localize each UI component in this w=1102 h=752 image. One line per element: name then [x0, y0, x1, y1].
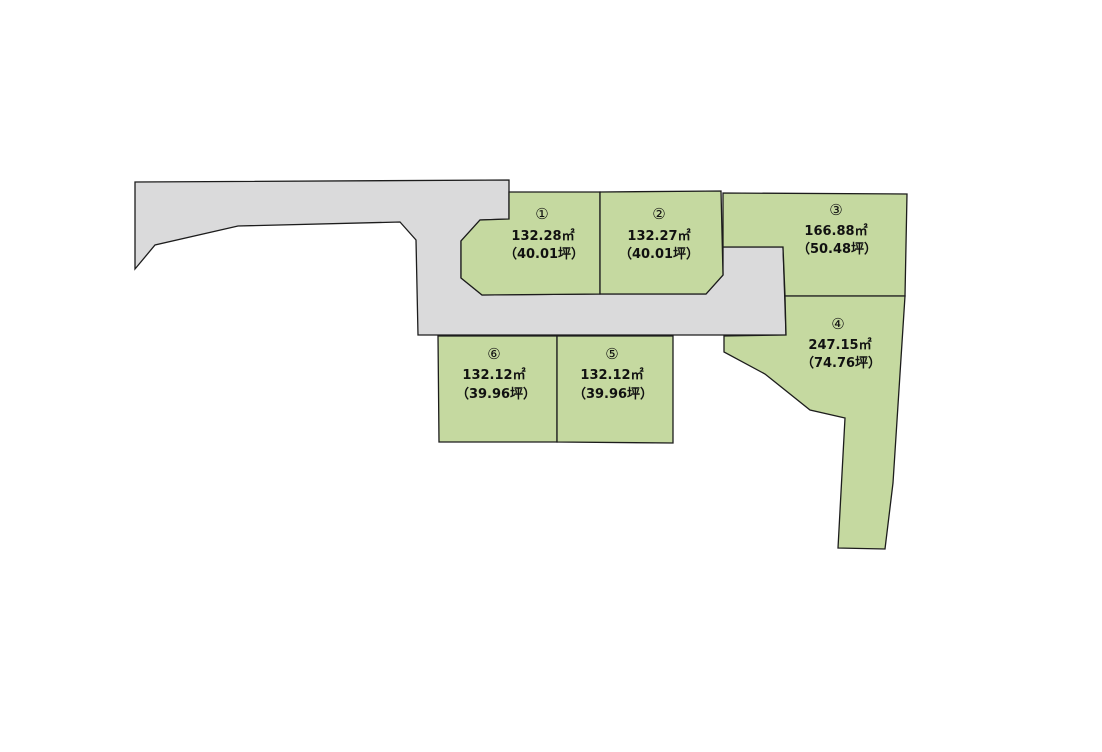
lot-4-area: 247.15㎡ — [808, 337, 871, 353]
lot-2-label: ② 132.27㎡ （40.01坪） — [619, 205, 699, 262]
lot-4-label: ④ 247.15㎡ （74.76坪） — [801, 315, 881, 371]
lot-4-tsubo: （74.76坪） — [801, 355, 881, 371]
lot-4-number: ④ — [831, 315, 844, 333]
lot-1-tsubo: （40.01坪） — [504, 246, 584, 262]
lot-2-tsubo: （40.01坪） — [619, 246, 699, 262]
lot-1-number: ① — [535, 205, 548, 223]
lot-5-area: 132.12㎡ — [580, 367, 643, 383]
lot-6-tsubo: （39.96坪） — [456, 386, 536, 402]
lot-6-area: 132.12㎡ — [462, 367, 525, 383]
lot-2[interactable] — [599, 190, 724, 295]
lot-6-label: ⑥ 132.12㎡ （39.96坪） — [456, 345, 536, 402]
lot-2-number: ② — [652, 205, 665, 223]
lot-2-area: 132.27㎡ — [627, 228, 690, 244]
lot-3-tsubo: （50.48坪） — [797, 241, 877, 257]
lot-5-number: ⑤ — [605, 345, 618, 363]
lot-5-tsubo: （39.96坪） — [573, 386, 653, 402]
lot-5[interactable] — [556, 335, 674, 444]
lot-1-label: ① 132.28㎡ （40.01坪） — [504, 205, 584, 262]
lot-3-number: ③ — [829, 201, 842, 219]
lot-3-label: ③ 166.88㎡ （50.48坪） — [797, 201, 877, 257]
lot-4[interactable] — [723, 295, 906, 550]
lot-1-area: 132.28㎡ — [511, 228, 574, 244]
lot-3-area: 166.88㎡ — [804, 223, 867, 239]
lot-5-label: ⑤ 132.12㎡ （39.96坪） — [573, 345, 653, 402]
lot-6-number: ⑥ — [487, 345, 500, 363]
